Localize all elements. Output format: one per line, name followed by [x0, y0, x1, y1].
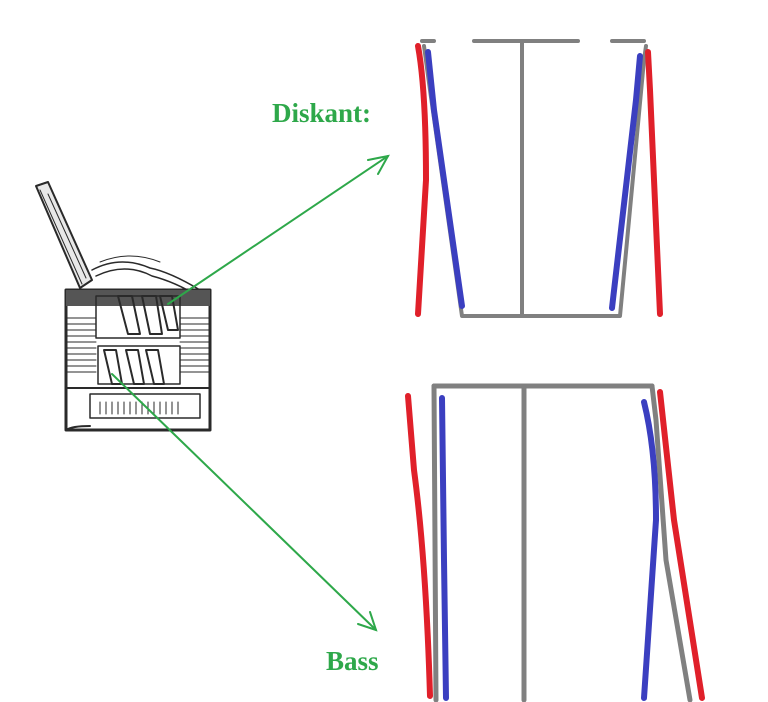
bass-inner-lines — [439, 395, 659, 701]
bass-outer-lines — [405, 389, 705, 701]
diskant-reed-diagram — [415, 39, 663, 318]
diskant-label: Diskant: — [272, 98, 372, 128]
bass-arrow — [111, 373, 378, 632]
diskant-outer-lines — [415, 43, 663, 317]
bass-reed-diagram — [405, 383, 705, 702]
bass-frame — [431, 383, 693, 702]
bass-label: Bass — [326, 646, 379, 676]
diskant-inner-lines — [425, 49, 643, 311]
accordion-device-drawing — [35, 181, 212, 432]
diskant-arrow — [167, 154, 390, 305]
